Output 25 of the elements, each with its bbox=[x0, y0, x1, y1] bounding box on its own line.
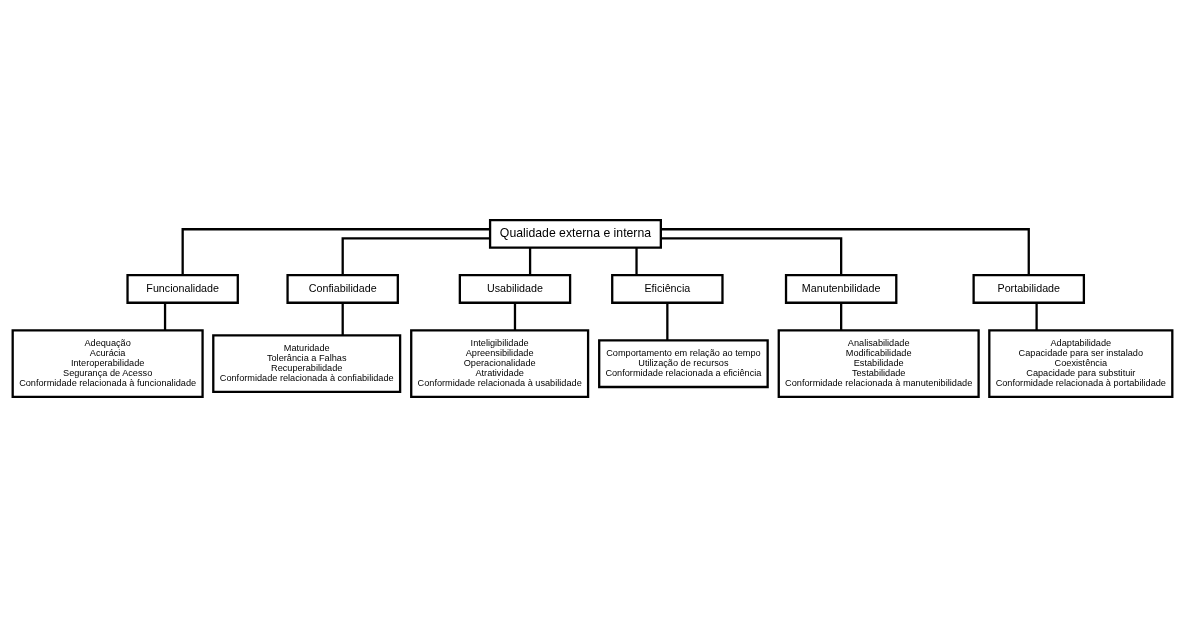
connector bbox=[341, 237, 490, 276]
node-box: Adaptabilidade Capacidade para ser instalado Coexistência Capacidade para substituir Conformidade relacionada à portabilidade bbox=[988, 329, 1174, 399]
connector bbox=[1035, 303, 1038, 331]
connector bbox=[661, 237, 843, 276]
node-box: Maturidade Tolerância a Falhas Recuperabilidade Conformidade relacionada à confiabilidade bbox=[212, 334, 402, 394]
connector bbox=[528, 247, 532, 275]
node-box: Eficiência bbox=[611, 274, 724, 304]
node-box: Funcionalidade bbox=[126, 274, 239, 304]
node-box: Qualidade externa e interna bbox=[488, 218, 662, 249]
connector bbox=[661, 228, 1030, 276]
node-box: Portabilidade bbox=[972, 274, 1086, 304]
connector bbox=[341, 303, 344, 336]
connector bbox=[181, 228, 490, 276]
node-box: Comportamento em relação ao tempo Utilização de recursos Conformidade relacionada a eficiência bbox=[598, 339, 769, 389]
node-box: Adequação Acurácia Interoperabilidade Segurança de Acesso Conformidade relacionada à funcionalidade bbox=[11, 329, 204, 399]
node-box: Inteligibilidade Apreensibilidade Operacionalidade Atratividade Conformidade relacionada à usabilidade bbox=[410, 329, 590, 399]
node-box: Analisabilidade Modificabilidade Estabilidade Testabilidade Conformidade relacionada à manutenibilidade bbox=[777, 329, 980, 399]
connector bbox=[666, 303, 669, 341]
connector bbox=[635, 247, 638, 275]
connector bbox=[163, 303, 167, 331]
node-box: Manutenbilidade bbox=[784, 274, 898, 304]
node-box: Confiabilidade bbox=[286, 274, 399, 304]
node-box: Usabilidade bbox=[458, 274, 572, 304]
connector bbox=[513, 303, 517, 331]
connector bbox=[840, 303, 843, 331]
